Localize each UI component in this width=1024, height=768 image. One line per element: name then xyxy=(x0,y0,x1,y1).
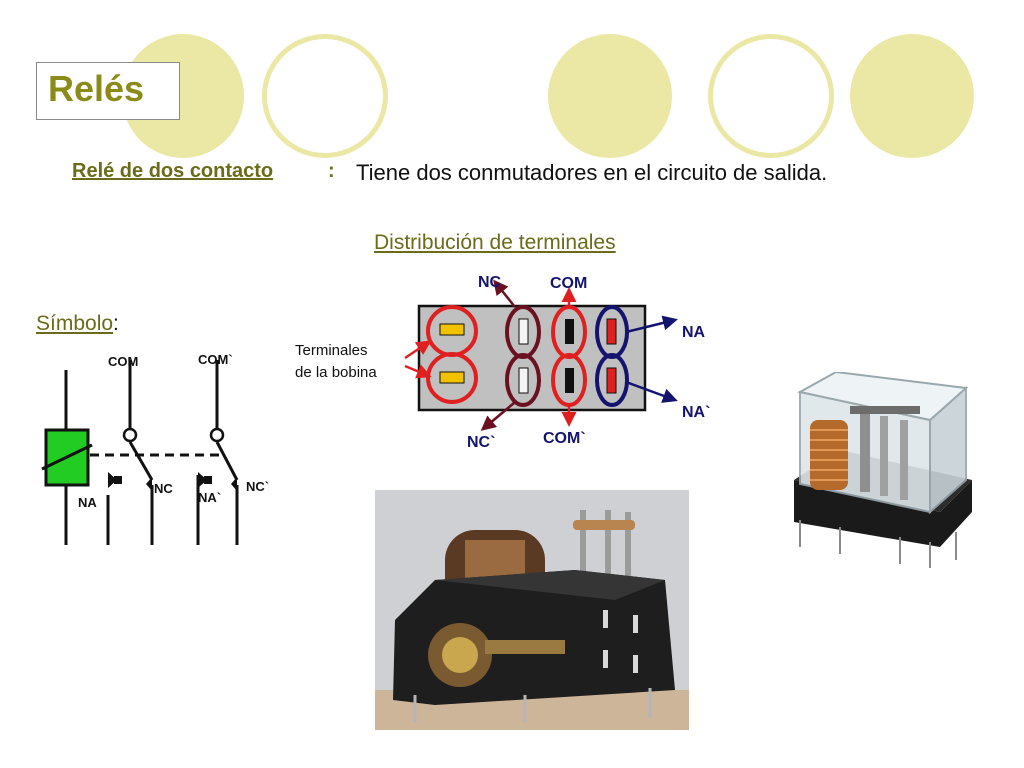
terminal-nc2-label: NC` xyxy=(467,434,495,451)
symbol-label-text: Símbolo xyxy=(36,312,114,335)
symbol-com2-label: COM` xyxy=(198,352,233,367)
relay-photo-clear xyxy=(794,372,972,568)
title-box xyxy=(36,62,180,120)
coil-label-line2: de la bobina xyxy=(295,364,377,381)
terminal-nc-label: NC xyxy=(478,274,502,291)
decor-circle-3 xyxy=(548,34,672,158)
relay-photo-closeup xyxy=(375,490,689,730)
terminal-na2-label: NA` xyxy=(682,404,710,421)
terminal-distribution-diagram: NC COM NA NA` NC` COM` Terminales de la … xyxy=(295,274,710,451)
subtitle-label: Relé de dos contacto xyxy=(72,160,274,182)
symbol-nc2-label: NC` xyxy=(246,479,269,494)
symbol-na2-label: NA` xyxy=(198,490,221,505)
symbol-na-label: NA xyxy=(78,495,97,510)
terminal-com2-label: COM` xyxy=(543,430,586,447)
distribution-title: Distribución de terminales xyxy=(374,231,616,254)
decor-circle-5 xyxy=(850,34,974,158)
subtitle-text: Tiene dos conmutadores en el circuito de… xyxy=(356,160,828,185)
symbol-label: Símbolo: xyxy=(36,312,119,336)
decor-circle-4 xyxy=(708,34,834,158)
relay-symbol-diagram: COM COM` NC NC` NA NA` xyxy=(41,352,269,545)
terminal-na-label: NA xyxy=(682,324,706,341)
symbol-label-colon: : xyxy=(113,312,119,335)
subtitle-colon: : xyxy=(328,160,335,182)
decor-circle-2 xyxy=(262,34,388,158)
symbol-nc-label: NC xyxy=(154,481,173,496)
slide-title: Relés xyxy=(48,68,145,109)
terminal-com-label: COM xyxy=(550,275,587,292)
symbol-com-label: COM xyxy=(108,354,138,369)
coil-label-line1: Terminales xyxy=(295,342,368,359)
